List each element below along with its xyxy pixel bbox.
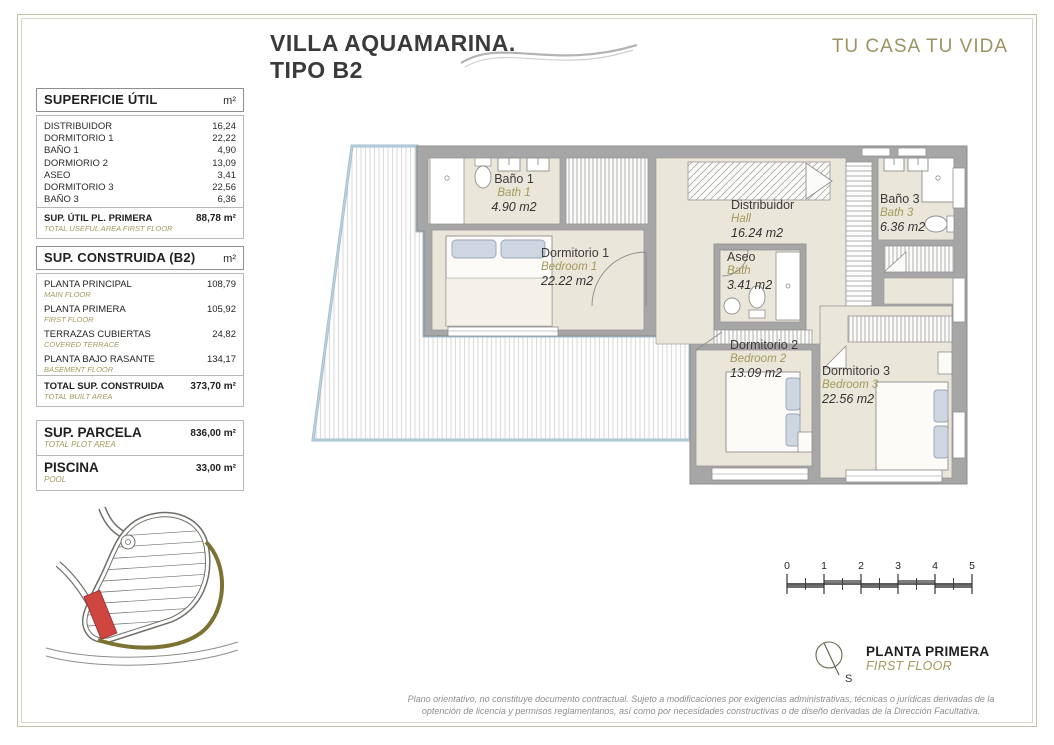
useful-area-total: SUP. ÚTIL PL. PRIMERA TOTAL USEFUL AREA … bbox=[36, 207, 244, 239]
disclaimer-line2: optención de licencia y permisos reglame… bbox=[421, 705, 981, 716]
page-title-line1: VILLA AQUAMARINA. bbox=[270, 30, 516, 56]
floor-plan bbox=[295, 128, 995, 493]
table-row: PLANTA BAJO RASANTE BASEMENT FLOOR 134,1… bbox=[44, 354, 236, 374]
scale-bar: 0 1 2 3 4 5 bbox=[780, 558, 980, 600]
built-area-title: SUP. CONSTRUIDA (B2) bbox=[44, 250, 196, 265]
useful-area-title: SUPERFICIE ÚTIL bbox=[44, 92, 158, 107]
plot-area-sublabel: TOTAL PLOT AREA bbox=[44, 440, 116, 449]
built-area-table: PLANTA PRINCIPAL MAIN FLOOR 108,79 PLANT… bbox=[36, 273, 244, 380]
useful-total-label: SUP. ÚTIL PL. PRIMERA bbox=[44, 213, 153, 224]
floor-legend-title: PLANTA PRIMERA bbox=[866, 644, 990, 659]
plot-area-box: SUP. PARCELA TOTAL PLOT AREA 836,00 m² bbox=[36, 420, 244, 456]
svg-text:2: 2 bbox=[858, 560, 864, 572]
svg-text:3: 3 bbox=[895, 560, 901, 572]
site-location-map bbox=[42, 506, 242, 666]
compass-icon: S bbox=[805, 634, 867, 690]
pool-sublabel: POOL bbox=[44, 475, 67, 484]
table-row: TERRAZAS CUBIERTAS COVERED TERRACE 24,82 bbox=[44, 329, 236, 349]
table-row: PLANTA PRIMERA FIRST FLOOR 105,92 bbox=[44, 304, 236, 324]
built-total-sublabel: TOTAL BUILT AREA bbox=[44, 392, 113, 401]
svg-text:0: 0 bbox=[784, 560, 790, 572]
disclaimer-line1: Plano orientativo, no constituye documen… bbox=[407, 694, 995, 704]
pool-label: PISCINA bbox=[44, 460, 99, 475]
built-total-label: TOTAL SUP. CONSTRUIDA bbox=[44, 381, 165, 392]
swoosh-icon bbox=[455, 33, 645, 81]
svg-text:1: 1 bbox=[821, 560, 827, 572]
svg-text:5: 5 bbox=[969, 560, 975, 572]
built-area-header: SUP. CONSTRUIDA (B2) m² bbox=[36, 246, 244, 270]
useful-total-sublabel: TOTAL USEFUL AREA FIRST FLOOR bbox=[44, 224, 173, 233]
page-title-line2: TIPO B2 bbox=[270, 57, 363, 83]
svg-text:4: 4 bbox=[932, 560, 938, 572]
useful-total-value: 88,78 m² bbox=[195, 213, 236, 224]
useful-area-unit: m² bbox=[223, 95, 236, 107]
floor-legend: PLANTA PRIMERA FIRST FLOOR bbox=[866, 644, 989, 673]
svg-text:S: S bbox=[845, 673, 852, 685]
brand-slogan: TU CASA TU VIDA bbox=[831, 36, 1008, 57]
table-row: PLANTA PRINCIPAL MAIN FLOOR 108,79 bbox=[44, 279, 236, 299]
page-frame-outer bbox=[17, 14, 1037, 727]
footer-disclaimer: Plano orientativo, no constituye documen… bbox=[390, 694, 1012, 717]
useful-area-header: SUPERFICIE ÚTIL m² bbox=[36, 88, 244, 112]
page-frame-inner bbox=[21, 18, 1033, 723]
built-total-value: 373,70 m² bbox=[190, 381, 236, 392]
pool-box: PISCINA POOL 33,00 m² bbox=[36, 455, 244, 491]
pool-value: 33,00 m² bbox=[195, 463, 236, 474]
floor-legend-subtitle: FIRST FLOOR bbox=[866, 659, 952, 673]
built-area-total: TOTAL SUP. CONSTRUIDA TOTAL BUILT AREA 3… bbox=[36, 375, 244, 407]
page-title: VILLA AQUAMARINA. TIPO B2 bbox=[270, 30, 516, 84]
highlighted-plot bbox=[83, 589, 118, 640]
plot-area-value: 836,00 m² bbox=[190, 428, 236, 439]
plot-area-label: SUP. PARCELA bbox=[44, 425, 142, 440]
built-area-unit: m² bbox=[223, 253, 236, 265]
